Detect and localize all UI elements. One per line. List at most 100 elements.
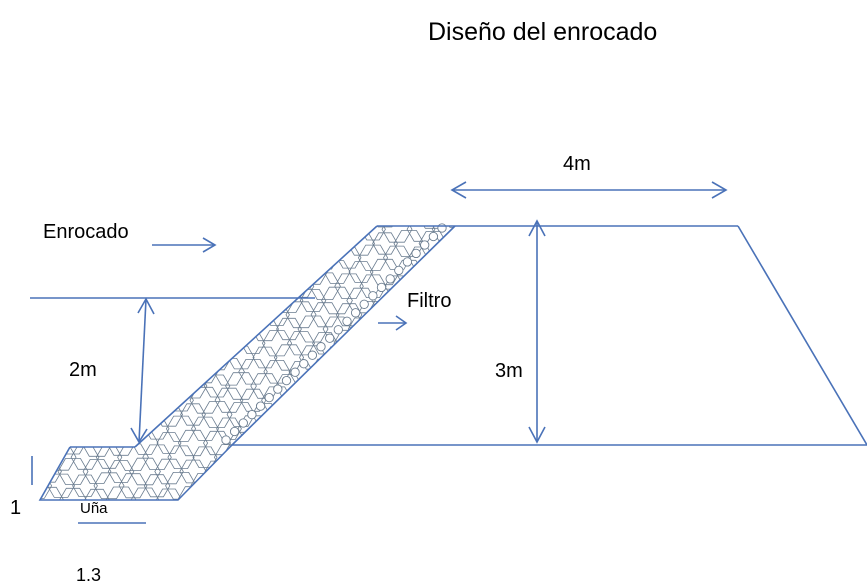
rock-stone: [180, 260, 206, 284]
rock-stone: [431, 360, 455, 384]
rock-stone: [457, 276, 482, 298]
rock-stone: [143, 388, 171, 413]
rock-stone: [430, 330, 455, 357]
rock-stone: [394, 458, 424, 485]
rock-stone: [202, 344, 232, 371]
rock-stone: [191, 226, 219, 241]
riprap-outer-face: [134, 225, 378, 448]
rock-stone: [228, 289, 254, 312]
rock-stone: [273, 226, 305, 229]
rock-stone: [430, 472, 455, 499]
rock-stone: [105, 486, 137, 500]
rock-stone: [191, 360, 219, 384]
rock-stone: [190, 330, 220, 357]
rock-stone: [168, 246, 194, 269]
rock-stone: [166, 359, 196, 385]
rock-stone: [309, 226, 341, 243]
filter-pebble: [376, 282, 387, 293]
diagram-title: Diseño del enrocado: [428, 18, 658, 46]
rock-stone: [298, 259, 328, 285]
rock-stone: [178, 231, 208, 256]
rock-stone: [58, 401, 88, 428]
rock-stone: [441, 401, 455, 428]
rock-stone: [370, 487, 400, 500]
rock-stone: [289, 504, 313, 525]
rock-stone: [239, 445, 267, 470]
rock-stone: [381, 226, 413, 243]
rock-stone: [190, 472, 220, 499]
rock-stone: [383, 245, 411, 270]
filter-pointer-arrowhead: [395, 315, 408, 331]
rock-stone: [40, 243, 53, 272]
rock-stone: [442, 226, 455, 228]
rock-stone: [93, 472, 125, 500]
rock-stone: [82, 316, 112, 342]
rock-stone: [345, 486, 377, 500]
rock-stone: [276, 460, 302, 483]
rock-stone: [285, 443, 317, 471]
rock-stone: [239, 502, 267, 527]
rock-stone: [81, 286, 113, 315]
dike-back-slope: [737, 225, 867, 446]
filter-pebble: [359, 299, 369, 309]
rock-stone: [12, 404, 38, 426]
top-width-label: 4m: [563, 153, 591, 175]
rock-stone: [309, 414, 341, 443]
rock-stone: [107, 317, 135, 341]
rock-stone: [45, 301, 77, 329]
rock-stone: [369, 258, 401, 286]
rock-stone: [347, 231, 375, 256]
rock-stone: [155, 346, 183, 369]
rock-stone: [321, 372, 353, 400]
rock-stone: [405, 471, 437, 500]
rock-stone: [216, 275, 242, 298]
rock-stone: [361, 504, 386, 526]
rock-stone: [165, 415, 197, 442]
rock-stone: [300, 232, 326, 255]
dike-height-label: 3m: [495, 360, 523, 382]
rock-stone: [225, 458, 257, 485]
filter-face: [231, 225, 456, 446]
rock-stone: [214, 245, 244, 271]
rock-stone: [94, 273, 124, 300]
rock-stone: [81, 429, 113, 457]
rock-stone: [117, 244, 149, 271]
rock-stone: [225, 229, 257, 258]
rock-stone: [40, 344, 65, 371]
rock-stone: [395, 346, 423, 369]
rock-stone: [177, 226, 209, 229]
rock-stone: [345, 226, 377, 229]
rock-stone: [177, 429, 209, 457]
rock-stone: [299, 226, 327, 228]
rock-stone: [441, 258, 455, 286]
rock-stone: [431, 416, 455, 441]
rock-stone: [393, 372, 425, 400]
rock-stone: [432, 446, 455, 469]
dike-height-arrowhead-bottom: [528, 426, 546, 444]
rock-stone: [144, 417, 170, 440]
filter-pebble: [299, 359, 309, 369]
rock-stone: [324, 488, 350, 500]
water-height-arrowhead-top: [137, 297, 155, 315]
rock-stone: [225, 315, 257, 343]
rock-stone: [117, 443, 149, 472]
rock-stone: [40, 386, 53, 415]
rock-stone: [204, 460, 230, 483]
rock-stone: [369, 315, 401, 343]
toe-label: Uña: [80, 500, 108, 517]
rock-stone: [143, 331, 171, 355]
rock-stone: [177, 287, 209, 314]
rock-stone: [442, 344, 455, 371]
rock-stone: [83, 402, 111, 427]
filter-pebble: [325, 333, 335, 343]
rock-stone: [251, 260, 279, 284]
rock-stone: [118, 473, 148, 499]
rock-stone: [384, 417, 410, 440]
rock-stone: [357, 443, 389, 472]
rock-stone: [132, 232, 158, 255]
rock-stone: [154, 316, 184, 342]
rock-stone: [40, 430, 64, 456]
rock-stone: [83, 260, 111, 284]
rock-stone: [226, 402, 256, 427]
